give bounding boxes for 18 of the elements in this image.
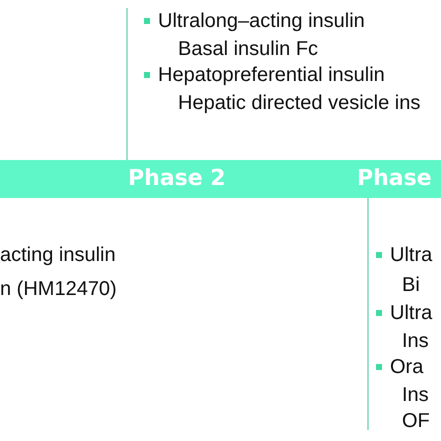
list-item: Hepatopreferential insulin xyxy=(158,64,385,86)
item-detail: OF xyxy=(402,410,430,432)
item-detail: Bi xyxy=(402,274,420,296)
item-detail: Ins xyxy=(402,330,429,352)
item-detail: Basal insulin Fc xyxy=(178,38,318,60)
item-detail: Hepatic directed vesicle ins xyxy=(178,92,420,114)
list-item: Ultra xyxy=(390,244,432,266)
phase-band xyxy=(0,160,441,198)
list-item: Ultra xyxy=(390,302,432,324)
phase-label: Phase 2 xyxy=(128,165,226,193)
item-detail: n (HM12470) xyxy=(0,278,117,300)
list-item: Ora xyxy=(390,356,424,378)
connector-line xyxy=(126,8,128,160)
item-detail: Ins xyxy=(402,384,429,406)
list-item: Ultralong–acting insulin xyxy=(158,10,365,32)
phase-label: Phase xyxy=(357,165,432,193)
connector-line xyxy=(367,198,369,430)
item-detail: acting insulin xyxy=(0,244,116,266)
